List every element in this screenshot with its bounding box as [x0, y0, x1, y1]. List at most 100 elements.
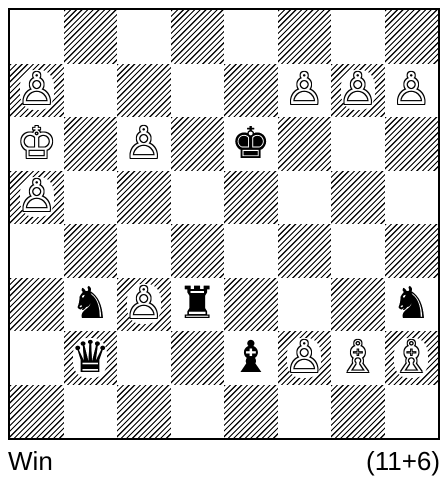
square-f4[interactable] [278, 224, 332, 278]
piece-glyph: ♗ [392, 336, 431, 380]
square-d6[interactable] [171, 117, 225, 171]
square-b1[interactable] [64, 385, 118, 439]
black-knight-icon[interactable]: ♞ [64, 278, 118, 332]
piece-glyph: ♛ [71, 336, 110, 380]
square-d4[interactable] [171, 224, 225, 278]
square-a6[interactable]: ♔ [10, 117, 64, 171]
piece-glyph: ♙ [17, 175, 56, 219]
square-g2[interactable]: ♗ [331, 331, 385, 385]
piece-glyph: ♙ [17, 68, 56, 112]
square-c1[interactable] [117, 385, 171, 439]
square-b6[interactable] [64, 117, 118, 171]
white-pawn-icon[interactable]: ♙ [278, 331, 332, 385]
square-h6[interactable] [385, 117, 439, 171]
square-d2[interactable] [171, 331, 225, 385]
piece-glyph: ♝ [231, 336, 270, 380]
square-b4[interactable] [64, 224, 118, 278]
black-rook-icon[interactable]: ♜ [171, 278, 225, 332]
square-a4[interactable] [10, 224, 64, 278]
square-c5[interactable] [117, 171, 171, 225]
chess-board: ♙♙♙♙♔♙♚♙♞♙♜♞♛♝♙♗♗ [8, 8, 440, 440]
square-b8[interactable] [64, 10, 118, 64]
black-queen-icon[interactable]: ♛ [64, 331, 118, 385]
black-king-icon[interactable]: ♚ [224, 117, 278, 171]
square-c7[interactable] [117, 64, 171, 118]
square-g7[interactable]: ♙ [331, 64, 385, 118]
square-a7[interactable]: ♙ [10, 64, 64, 118]
square-e5[interactable] [224, 171, 278, 225]
square-c3[interactable]: ♙ [117, 278, 171, 332]
square-h3[interactable]: ♞ [385, 278, 439, 332]
square-g6[interactable] [331, 117, 385, 171]
white-pawn-icon[interactable]: ♙ [117, 117, 171, 171]
square-d1[interactable] [171, 385, 225, 439]
square-c4[interactable] [117, 224, 171, 278]
square-e6[interactable]: ♚ [224, 117, 278, 171]
piece-glyph: ♙ [285, 68, 324, 112]
stipulation-label: Win [8, 446, 53, 477]
black-knight-icon[interactable]: ♞ [385, 278, 439, 332]
square-g5[interactable] [331, 171, 385, 225]
square-b3[interactable]: ♞ [64, 278, 118, 332]
piece-glyph: ♙ [124, 282, 163, 326]
square-f7[interactable]: ♙ [278, 64, 332, 118]
square-h8[interactable] [385, 10, 439, 64]
piece-glyph: ♞ [71, 282, 110, 326]
square-g8[interactable] [331, 10, 385, 64]
square-h1[interactable] [385, 385, 439, 439]
white-bishop-icon[interactable]: ♗ [385, 331, 439, 385]
piece-glyph: ♗ [338, 336, 377, 380]
piece-glyph: ♞ [392, 282, 431, 326]
square-e7[interactable] [224, 64, 278, 118]
white-pawn-icon[interactable]: ♙ [278, 64, 332, 118]
piece-glyph: ♙ [338, 68, 377, 112]
white-pawn-icon[interactable]: ♙ [117, 278, 171, 332]
square-a5[interactable]: ♙ [10, 171, 64, 225]
square-f1[interactable] [278, 385, 332, 439]
square-e1[interactable] [224, 385, 278, 439]
square-b2[interactable]: ♛ [64, 331, 118, 385]
square-h2[interactable]: ♗ [385, 331, 439, 385]
square-a3[interactable] [10, 278, 64, 332]
white-pawn-icon[interactable]: ♙ [385, 64, 439, 118]
square-g1[interactable] [331, 385, 385, 439]
square-c2[interactable] [117, 331, 171, 385]
square-e2[interactable]: ♝ [224, 331, 278, 385]
piece-glyph: ♙ [392, 68, 431, 112]
square-d8[interactable] [171, 10, 225, 64]
square-d7[interactable] [171, 64, 225, 118]
piece-glyph: ♙ [124, 122, 163, 166]
square-c8[interactable] [117, 10, 171, 64]
square-e4[interactable] [224, 224, 278, 278]
square-e3[interactable] [224, 278, 278, 332]
square-e8[interactable] [224, 10, 278, 64]
square-f6[interactable] [278, 117, 332, 171]
piece-glyph: ♜ [178, 282, 217, 326]
square-g4[interactable] [331, 224, 385, 278]
square-a1[interactable] [10, 385, 64, 439]
square-h7[interactable]: ♙ [385, 64, 439, 118]
white-pawn-icon[interactable]: ♙ [10, 171, 64, 225]
black-bishop-icon[interactable]: ♝ [224, 331, 278, 385]
square-h4[interactable] [385, 224, 439, 278]
square-a2[interactable] [10, 331, 64, 385]
square-g3[interactable] [331, 278, 385, 332]
square-d3[interactable]: ♜ [171, 278, 225, 332]
diagram-caption: Win (11+6) [8, 446, 440, 480]
square-b7[interactable] [64, 64, 118, 118]
white-king-icon[interactable]: ♔ [10, 117, 64, 171]
white-bishop-icon[interactable]: ♗ [331, 331, 385, 385]
white-pawn-icon[interactable]: ♙ [10, 64, 64, 118]
piece-glyph: ♙ [285, 336, 324, 380]
square-h5[interactable] [385, 171, 439, 225]
piece-glyph: ♚ [231, 122, 270, 166]
square-b5[interactable] [64, 171, 118, 225]
square-f3[interactable] [278, 278, 332, 332]
square-f5[interactable] [278, 171, 332, 225]
white-pawn-icon[interactable]: ♙ [331, 64, 385, 118]
square-a8[interactable] [10, 10, 64, 64]
square-c6[interactable]: ♙ [117, 117, 171, 171]
square-d5[interactable] [171, 171, 225, 225]
square-f8[interactable] [278, 10, 332, 64]
square-f2[interactable]: ♙ [278, 331, 332, 385]
